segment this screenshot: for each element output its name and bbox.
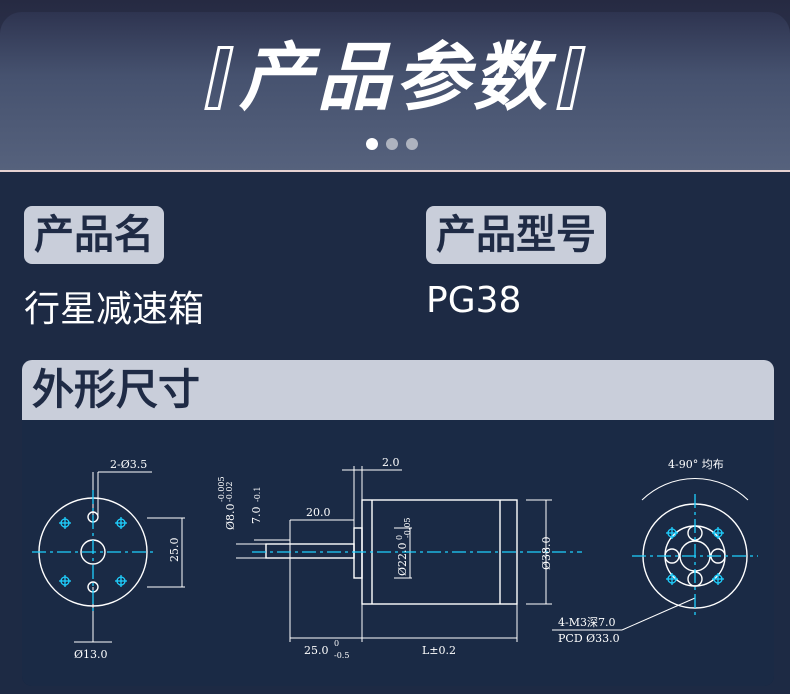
dimension-drawing: 2-Ø3.5 25.0 Ø13.0 <box>22 420 774 686</box>
side-flat-tol: -0.1 <box>253 487 262 502</box>
front-view <box>38 471 185 643</box>
pager-dot-2[interactable] <box>386 138 398 150</box>
dimension-drawing-svg: 2-Ø3.5 25.0 Ø13.0 <box>32 456 758 661</box>
side-body-length: L±0.2 <box>422 644 456 657</box>
front-view-centerlines <box>32 490 157 615</box>
side-shaft-tol-top: -0.005 <box>217 476 226 502</box>
page-title-text: 产品参数 <box>239 35 551 121</box>
rear-view-centerlines <box>632 494 758 618</box>
pager-dot-1[interactable] <box>366 138 378 150</box>
front-diameter-label: Ø13.0 <box>74 648 108 661</box>
dimensions-title-bar: 外形尺寸 <box>22 360 774 420</box>
product-name-value: 行星减速箱 <box>24 289 205 330</box>
side-shaft-total-tol-bottom: -0.5 <box>334 651 349 660</box>
title-bracket-right <box>556 46 586 111</box>
rear-view <box>552 478 749 631</box>
rear-angle-label: 4-90° 均布 <box>668 458 724 471</box>
product-name-label: 产品名 <box>24 206 164 264</box>
side-body-dia: Ø38.0 <box>540 536 553 570</box>
side-flat-label: 7.0 <box>250 507 263 525</box>
side-boss-tol-zero: 0 <box>395 535 404 540</box>
dimensions-section: 外形尺寸 <box>22 360 774 686</box>
rear-thread-label: 4-M3深7.0 <box>558 616 615 629</box>
front-height-label: 25.0 <box>168 538 181 563</box>
side-shaft-length: 20.0 <box>306 506 331 519</box>
page-title: 产品参数 <box>0 36 790 120</box>
pager-dot-3[interactable] <box>406 138 418 150</box>
side-boss-dia: Ø22.0 <box>396 542 409 576</box>
side-shaft-total: 25.0 <box>304 644 329 657</box>
product-model-value: PG38 <box>426 280 522 321</box>
front-holes-label: 2-Ø3.5 <box>110 458 147 471</box>
rear-pcd-label: PCD Ø33.0 <box>558 632 620 645</box>
side-step-label: 2.0 <box>382 456 400 469</box>
side-boss-tol: -0.05 <box>403 517 412 538</box>
side-view <box>236 466 552 642</box>
side-shaft-total-tol-top: 0 <box>334 639 339 648</box>
product-model-label: 产品型号 <box>426 206 606 264</box>
side-shaft-tol-bottom: -0.02 <box>225 481 234 502</box>
title-bracket-left <box>204 46 234 111</box>
side-shaft-dia: Ø8.0 <box>224 503 237 530</box>
header-divider <box>0 170 790 172</box>
header: 产品参数 <box>0 0 790 172</box>
pager-dots <box>366 138 418 150</box>
dimensions-title: 外形尺寸 <box>32 365 201 414</box>
